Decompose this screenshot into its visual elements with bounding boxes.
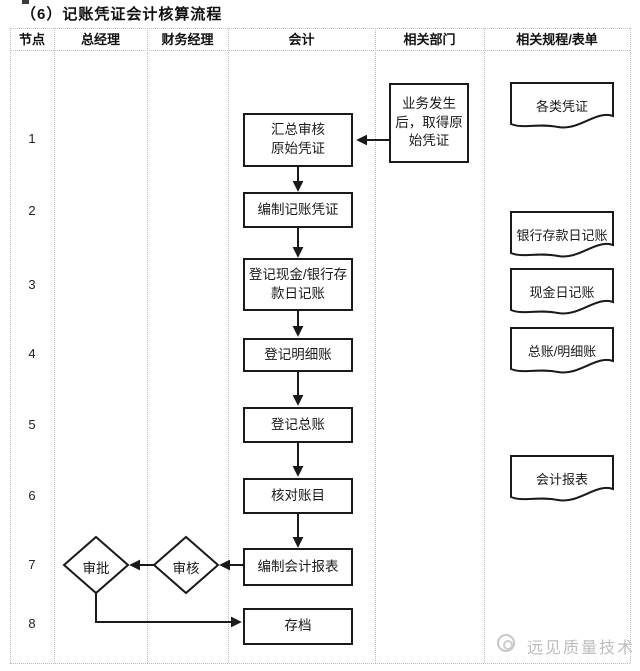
document-shape-ledgers (510, 327, 614, 374)
table-border-left (10, 28, 11, 663)
flow-step-2-box: 编制记账凭证 (243, 192, 353, 228)
column-header-node: 节点 (18, 32, 45, 47)
flow-step-7-label: 编制会计报表 (257, 558, 339, 574)
flow-step-1-box: 汇总审核原始凭证 (243, 113, 353, 167)
review-diamond-label: 审核 (172, 561, 200, 576)
column-divider-dept (484, 28, 485, 663)
column-header-procedures-forms: 相关规程/表单 (516, 32, 598, 47)
approve-diamond-label: 审批 (82, 561, 110, 576)
column-divider-accountant (375, 28, 376, 663)
column-header-accountant: 会计 (288, 32, 315, 47)
page-title: （6）记账凭证会计核算流程 (21, 6, 223, 23)
document-shape-vouchers (510, 82, 614, 129)
flow-step-3-box: 登记现金/银行存款日记账 (243, 258, 353, 311)
scan-artifact (22, 0, 29, 4)
node-number-6: 6 (28, 488, 36, 503)
document-shape-bank-journal (510, 211, 614, 258)
watermark-logo-icon (497, 634, 515, 652)
column-divider-gm (147, 28, 148, 663)
flow-step-1-label: 汇总审核原始凭证 (271, 122, 325, 156)
trigger-box-label: 业务发生后，取得原始凭证 (395, 95, 463, 149)
node-number-7: 7 (28, 557, 36, 572)
column-divider-fm (228, 28, 229, 663)
flow-step-5-label: 登记总账 (271, 416, 325, 432)
node-number-8: 8 (28, 616, 36, 631)
column-divider-node (54, 28, 55, 663)
document-label-cash-journal: 现金日记账 (529, 285, 595, 300)
flow-step-8-box: 存档 (243, 608, 353, 645)
review-diamond-shape (152, 535, 220, 595)
column-header-general-manager: 总经理 (80, 32, 120, 47)
flow-step-4-label: 登记明细账 (264, 346, 332, 362)
flow-step-6-box: 核对账目 (243, 478, 353, 514)
document-shape-cash-journal (510, 268, 614, 315)
table-border-bottom (10, 663, 630, 664)
arrow-approve-to-archive (95, 593, 242, 628)
flow-step-4-box: 登记明细账 (243, 338, 353, 372)
column-header-finance-manager: 财务经理 (161, 32, 214, 47)
flow-step-3-label: 登记现金/银行存款日记账 (248, 266, 348, 301)
document-shape-reports (510, 455, 614, 502)
document-label-bank-journal: 银行存款日记账 (516, 228, 608, 243)
flow-step-5-box: 登记总账 (243, 407, 353, 443)
flow-step-7-box: 编制会计报表 (243, 548, 353, 586)
header-divider (10, 50, 630, 51)
flow-step-2-label: 编制记账凭证 (257, 201, 339, 217)
node-number-1: 1 (28, 131, 36, 146)
node-number-2: 2 (28, 203, 36, 218)
watermark-text: 远见质量技术 (527, 640, 636, 657)
flow-step-6-label: 核对账目 (271, 487, 325, 503)
column-header-related-dept: 相关部门 (403, 32, 456, 47)
trigger-box: 业务发生后，取得原始凭证 (389, 83, 469, 163)
node-number-3: 3 (28, 277, 36, 292)
table-border-right (630, 28, 631, 663)
node-number-4: 4 (28, 346, 36, 361)
document-label-reports: 会计报表 (535, 472, 588, 487)
document-label-vouchers: 各类凭证 (535, 99, 588, 114)
table-border-top (10, 28, 630, 29)
node-number-5: 5 (28, 417, 36, 432)
document-label-ledgers: 总账/明细账 (527, 344, 597, 359)
flow-step-8-label: 存档 (284, 618, 312, 634)
